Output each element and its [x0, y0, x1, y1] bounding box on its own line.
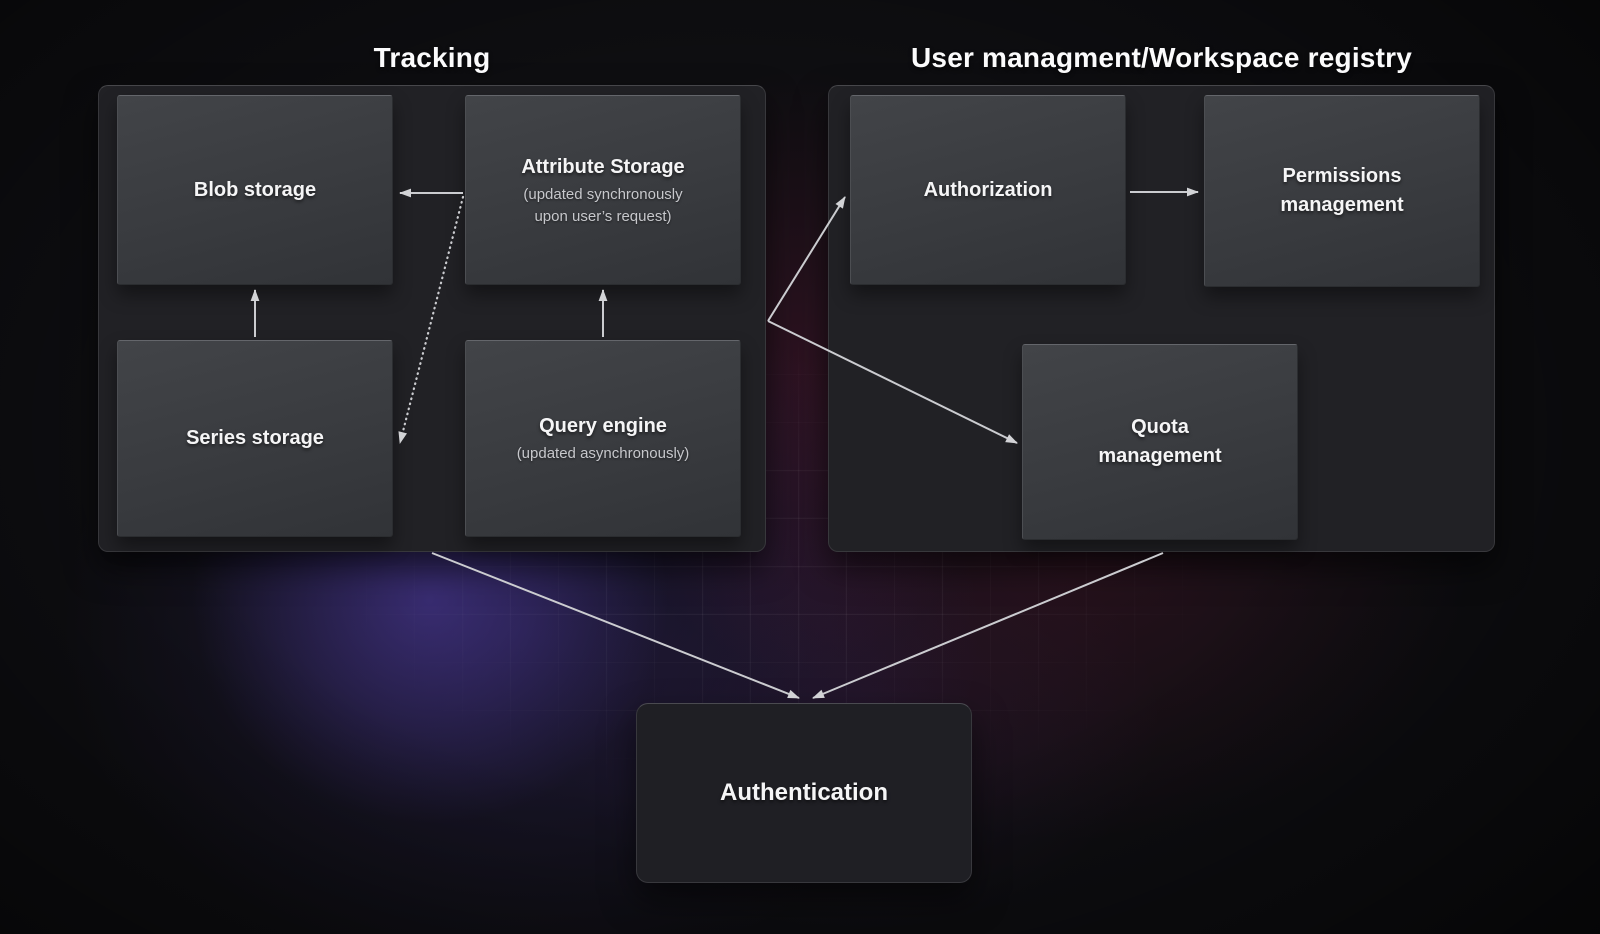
node-authorization: Authorization	[850, 95, 1126, 285]
node-blob-storage-label: Blob storage	[193, 178, 317, 201]
node-attribute-storage-label: Attribute Storage	[521, 155, 685, 178]
node-series-storage: Series storage	[117, 340, 393, 537]
node-permissions-management: Permissions management	[1204, 95, 1480, 287]
registry-group-title: User managment/Workspace registry	[911, 42, 1412, 73]
node-series-storage-label: Series storage	[186, 427, 324, 449]
node-authorization-label: Authorization	[923, 178, 1053, 201]
node-attribute-storage-subtitle: (updated synchronously upon user’s reque…	[523, 185, 683, 225]
node-permissions-management-label: Permissions management	[1280, 165, 1404, 216]
node-query-engine: Query engine (updated asynchronously)	[465, 340, 741, 537]
node-query-engine-subtitle: (updated asynchronously)	[516, 445, 690, 463]
node-quota-management: Quota management	[1022, 344, 1298, 540]
tracking-group-title: Tracking	[373, 42, 491, 73]
node-authentication-label: Authentication	[720, 778, 888, 806]
node-attribute-storage: Attribute Storage (updated synchronously…	[465, 95, 741, 285]
node-quota-management-label: Quota management	[1098, 416, 1222, 467]
node-query-engine-label: Query engine	[539, 415, 667, 438]
node-blob-storage: Blob storage	[117, 95, 393, 285]
node-authentication: Authentication	[636, 703, 972, 883]
